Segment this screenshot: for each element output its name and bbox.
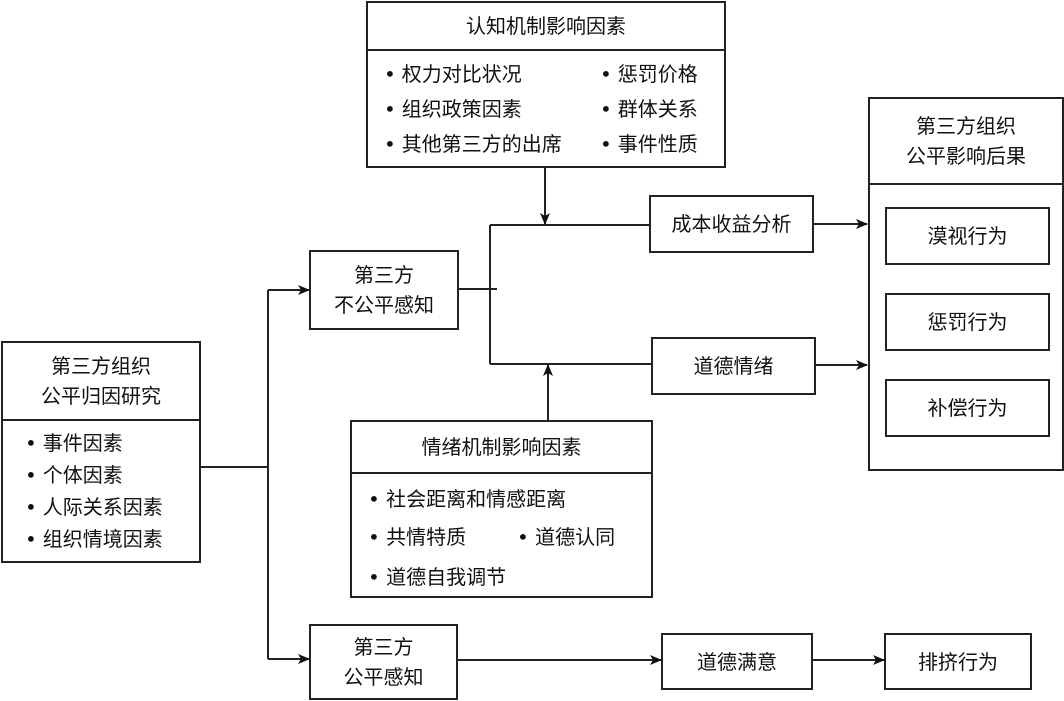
emotional-item-text: 道德自我调节 (386, 565, 507, 589)
consequences-title: 第三方组织 公平影响后果 (870, 99, 1062, 185)
consequence-item: 惩罚行为 (885, 293, 1050, 351)
list-item: 权力对比状况 (384, 57, 562, 92)
cost-benefit-box: 成本收益分析 (649, 195, 814, 253)
consequences-box: 第三方组织 公平影响后果 漠视行为 惩罚行为 补偿行为 (868, 97, 1064, 471)
list-item: 事件因素 (25, 427, 199, 459)
emotional-item: • 社会距离和情感距离 (368, 487, 567, 511)
list-item: 人际关系因素 (25, 491, 199, 523)
moral-satisfaction-box: 道德满意 (661, 633, 813, 690)
emotional-item: • 道德认同 (517, 525, 616, 549)
list-item: 事件性质 (600, 127, 698, 162)
consequence-item: 漠视行为 (885, 207, 1050, 265)
list-item: 群体关系 (600, 92, 698, 127)
attribution-research-box: 第三方组织 公平归因研究 事件因素 个体因素 人际关系因素 组织情境因素 (1, 341, 201, 563)
fair-perception-line: 公平感知 (343, 665, 424, 689)
cognitive-title: 认知机制影响因素 (368, 3, 724, 51)
emotional-item-text: 社会距离和情感距离 (386, 487, 567, 511)
list-item: 惩罚价格 (600, 57, 698, 92)
unfair-perception-box: 第三方 不公平感知 (309, 250, 459, 330)
emotional-factors-box: 情绪机制影响因素 • 社会距离和情感距离 • 共情特质 • 道德认同 • 道德自… (350, 420, 653, 598)
attribution-list: 事件因素 个体因素 人际关系因素 组织情境因素 (3, 421, 199, 555)
exclusion-behavior-box: 排挤行为 (884, 633, 1032, 690)
cognitive-right-list: 惩罚价格 群体关系 事件性质 (600, 57, 698, 162)
list-item: 组织政策因素 (384, 92, 562, 127)
emotional-item-text: 道德认同 (535, 525, 616, 549)
emotional-item: • 道德自我调节 (368, 565, 507, 589)
consequence-item: 补偿行为 (885, 379, 1050, 437)
moral-emotion-box: 道德情绪 (651, 337, 816, 395)
emotional-item-text: 共情特质 (386, 525, 467, 549)
emotional-item: • 共情特质 (368, 525, 467, 549)
consequences-title-line: 第三方组织 (916, 114, 1016, 138)
attribution-title: 第三方组织 公平归因研究 (3, 343, 199, 421)
emotional-title: 情绪机制影响因素 (352, 422, 651, 474)
unfair-perception-line: 第三方 (354, 263, 414, 287)
fair-perception-line: 第三方 (353, 635, 414, 659)
list-item: 其他第三方的出席 (384, 127, 562, 162)
cognitive-factors-box: 认知机制影响因素 权力对比状况 组织政策因素 其他第三方的出席 惩罚价格 群体关… (366, 1, 726, 168)
list-item: 个体因素 (25, 459, 199, 491)
fair-perception-box: 第三方 公平感知 (309, 624, 458, 700)
cognitive-left-list: 权力对比状况 组织政策因素 其他第三方的出席 (384, 57, 562, 162)
list-item: 组织情境因素 (25, 523, 199, 555)
unfair-perception-line: 不公平感知 (334, 293, 434, 317)
attribution-title-line: 公平归因研究 (41, 384, 161, 408)
attribution-title-line: 第三方组织 (51, 354, 151, 378)
consequences-title-line: 公平影响后果 (906, 144, 1026, 168)
